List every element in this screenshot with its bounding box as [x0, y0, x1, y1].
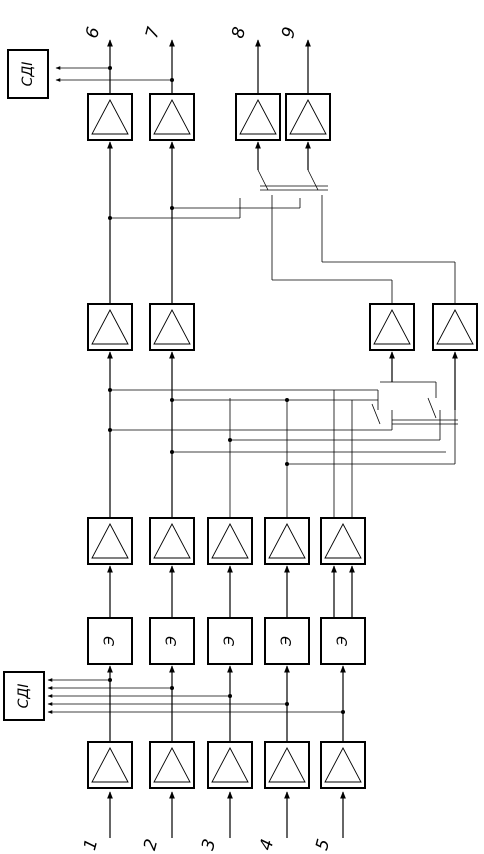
- amplifier-block: [149, 517, 195, 565]
- amplifier-block: [207, 741, 253, 789]
- upper-bus: [107, 141, 456, 304]
- svg-text:Э: Э: [335, 636, 351, 647]
- amplifier-block: [320, 741, 366, 789]
- lower-sdi-taps: [47, 678, 345, 714]
- input-label-4: 4: [256, 837, 278, 853]
- amplifier-block: [87, 741, 133, 789]
- e-block: Э: [207, 617, 253, 665]
- e-block: Э: [87, 617, 133, 665]
- amplifier-row-3: [87, 517, 366, 565]
- amplifier-block: [264, 741, 310, 789]
- amplifier-block: [149, 303, 195, 351]
- output-label-8: 8: [228, 25, 250, 41]
- input-label-1: 1: [80, 837, 102, 853]
- input-labels: 1 2 3 4 5: [80, 837, 334, 853]
- output-label-7: 7: [142, 25, 164, 41]
- amplifier-block: [149, 93, 195, 141]
- input-label-5: 5: [312, 837, 334, 853]
- svg-text:Э: Э: [222, 636, 238, 647]
- amplifier-block: [369, 303, 415, 351]
- amplifier-block: [149, 741, 195, 789]
- svg-text:СДI: СДI: [16, 684, 32, 709]
- input-amplifier-row: [87, 741, 366, 789]
- e-block: Э: [320, 617, 366, 665]
- output-amplifier-row: [87, 93, 331, 141]
- input-label-2: 2: [140, 837, 162, 853]
- e-to-amp-wires: [107, 565, 355, 618]
- svg-text:СДI: СДI: [20, 62, 36, 87]
- e-block-row: Э Э Э Э Э: [87, 617, 366, 665]
- amplifier-block: [285, 93, 331, 141]
- amplifier-block: [87, 93, 133, 141]
- svg-text:Э: Э: [279, 636, 295, 647]
- output-label-9: 9: [278, 25, 300, 41]
- amplifier-block: [264, 517, 310, 565]
- input-wires: [107, 791, 346, 838]
- amplifier-block: [320, 517, 366, 565]
- amplifier-block: [87, 303, 133, 351]
- input-label-3: 3: [198, 837, 220, 853]
- middle-bus: [107, 351, 458, 518]
- svg-text:Э: Э: [102, 636, 118, 647]
- svg-text:Э: Э: [164, 636, 180, 647]
- output-wires: [55, 39, 311, 94]
- e-block: Э: [264, 617, 310, 665]
- sdi-box-bottom: СДI: [3, 671, 45, 721]
- amplifier-block: [235, 93, 281, 141]
- e-block: Э: [149, 617, 195, 665]
- amplifier-row-2: [87, 303, 478, 351]
- output-labels: 6 7 8 9: [82, 25, 300, 41]
- amplifier-block: [87, 517, 133, 565]
- amplifier-block: [207, 517, 253, 565]
- output-label-6: 6: [82, 25, 104, 41]
- sdi-box-top: СДI: [7, 49, 49, 99]
- amplifier-block: [432, 303, 478, 351]
